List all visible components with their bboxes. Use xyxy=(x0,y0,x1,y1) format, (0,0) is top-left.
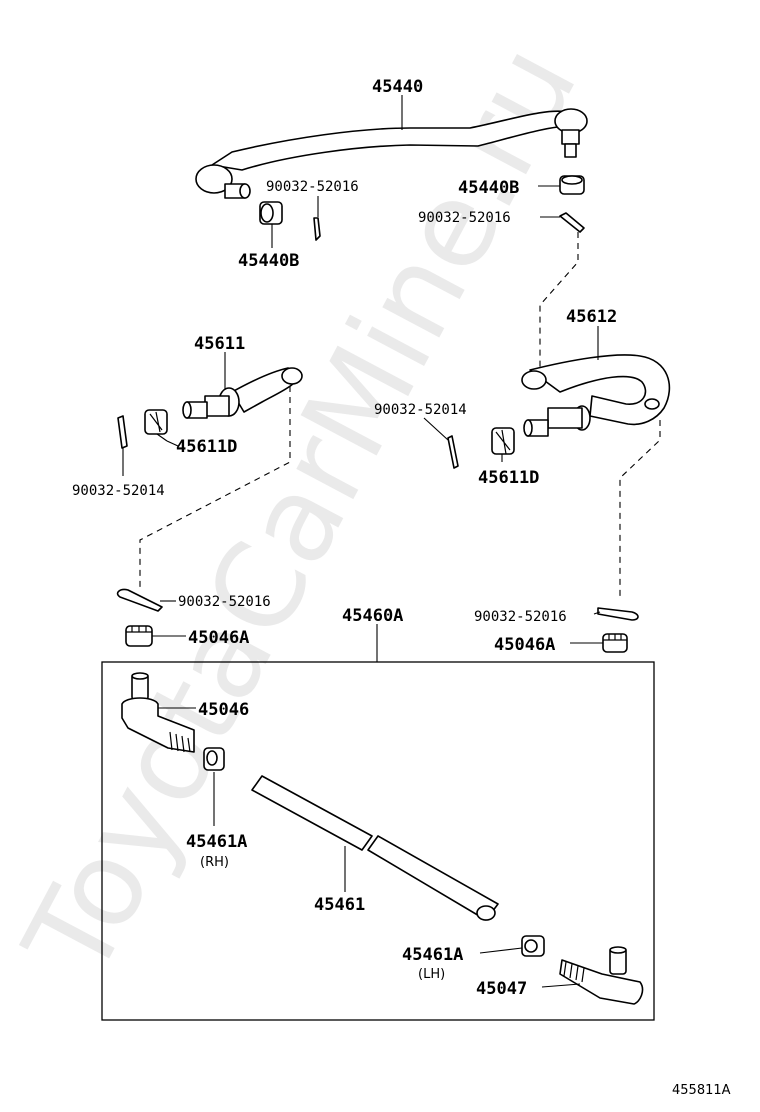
part-number-45612: 45612 xyxy=(566,307,617,327)
part-number-45461a-rh: 45461A xyxy=(186,832,247,852)
clamp-nut-rh xyxy=(203,747,225,826)
part-number-45440b-left: 45440B xyxy=(238,251,299,271)
pitman-arm-lh-nut xyxy=(491,427,515,462)
drag-link-nut-right xyxy=(538,175,585,195)
part-number-45047: 45047 xyxy=(476,979,527,999)
part-number-45611d-left: 45611D xyxy=(176,437,237,457)
side-label-lh: (LH) xyxy=(418,967,445,982)
part-number-45440b-right: 45440B xyxy=(458,178,519,198)
part-number-45046: 45046 xyxy=(198,700,249,720)
part-number-45046a-left: 45046A xyxy=(188,628,249,648)
part-number-90032-52016-a: 90032-52016 xyxy=(266,179,359,195)
cotter-pin-right-end xyxy=(593,607,639,621)
part-number-45440: 45440 xyxy=(372,77,423,97)
clamp-nut-lh xyxy=(479,935,545,957)
part-number-90032-52014-a: 90032-52014 xyxy=(72,483,165,499)
part-number-90032-52014-b: 90032-52014 xyxy=(374,402,467,418)
pitman-arm-rh-nut xyxy=(144,409,179,447)
tie-rod-end-lh xyxy=(541,946,644,1005)
part-number-45460a: 45460A xyxy=(342,606,403,626)
part-number-45461a-lh: 45461A xyxy=(402,945,463,965)
tie-rod-assembly-box xyxy=(101,624,655,1021)
tie-rod-end-rh xyxy=(121,672,196,753)
part-number-90032-52016-d: 90032-52016 xyxy=(474,609,567,625)
side-label-rh: (RH) xyxy=(200,855,229,870)
cotter-pin-lh-arm xyxy=(423,417,459,469)
part-number-45046a-right: 45046A xyxy=(494,635,555,655)
part-number-90032-52016-b: 90032-52016 xyxy=(418,210,511,226)
part-number-45611d-right: 45611D xyxy=(478,468,539,488)
part-number-90032-52016-c: 90032-52016 xyxy=(178,594,271,610)
watermark: ToyotaCarMine.ru xyxy=(0,23,604,999)
figure-id: 455811A xyxy=(672,1083,731,1098)
cotter-pin-drag-left xyxy=(313,196,321,241)
castle-nut-left xyxy=(125,625,186,647)
drag-link xyxy=(195,95,588,199)
castle-nut-right xyxy=(570,633,628,653)
pitman-arm-lh xyxy=(521,326,671,600)
drag-link-nut-left xyxy=(259,201,283,248)
pitman-arm-rh xyxy=(139,352,303,588)
part-number-45611: 45611 xyxy=(194,334,245,354)
cotter-pin-drag-right xyxy=(539,212,585,372)
part-number-45461: 45461 xyxy=(314,895,365,915)
cotter-pin-rh-arm xyxy=(117,415,128,476)
tie-rod-tube xyxy=(251,775,499,921)
cotter-pin-left-end xyxy=(116,588,176,612)
